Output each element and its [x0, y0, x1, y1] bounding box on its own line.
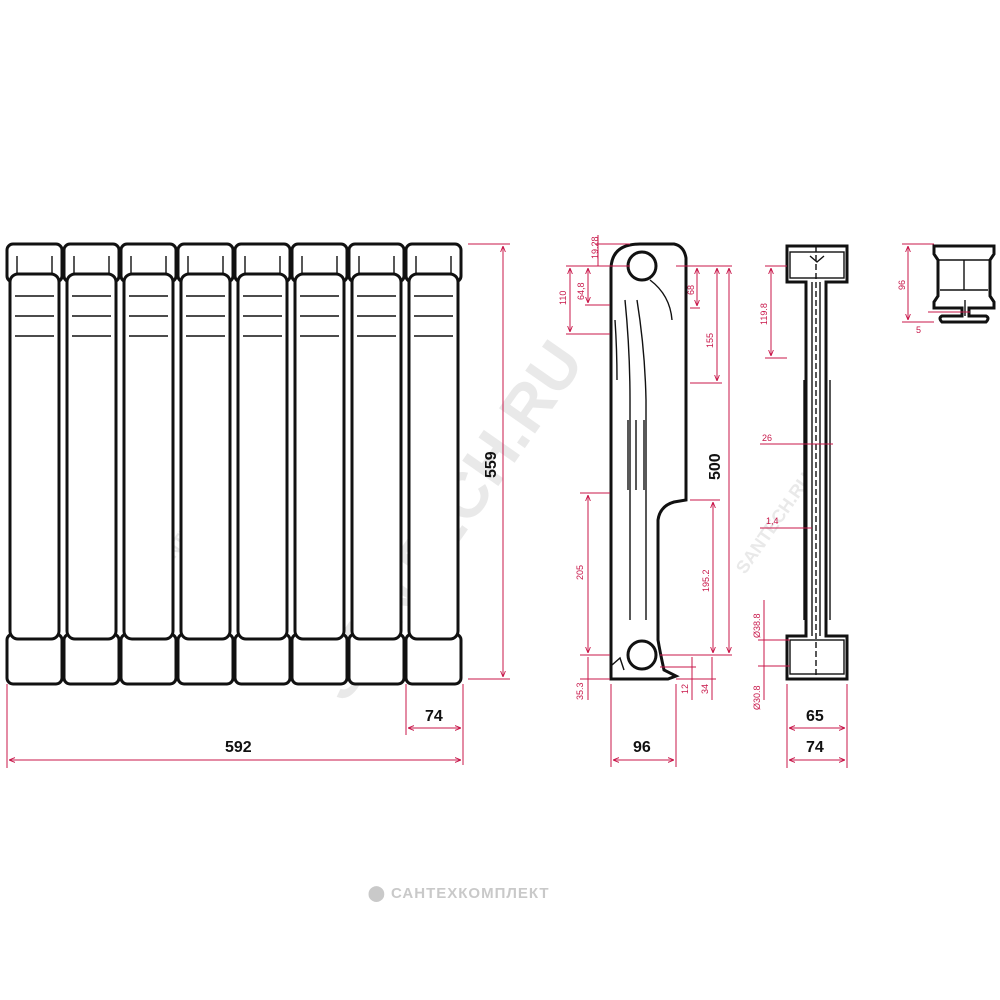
radiator-section-body [350, 272, 403, 641]
radiator-section-body [179, 272, 232, 641]
top-view-profile [932, 244, 996, 324]
radiator-section-header-detail [73, 256, 110, 274]
section-74-label: 74 [806, 739, 824, 756]
radiator-section-body [236, 272, 289, 641]
front-height-dimension: 559 [468, 243, 510, 680]
side-155-label: 155 [705, 333, 715, 348]
radiator-section-header-detail [358, 256, 395, 274]
section-view-dimensions: 119.8 26 1,4 Ø38.8 Ø30.8 65 74 [752, 265, 848, 768]
radiator-section-bottom [176, 632, 235, 686]
radiator-section-bottom [347, 632, 406, 686]
section-view-profile [785, 244, 849, 681]
section-dia38-label: Ø38.8 [752, 613, 762, 638]
radiator-section-body [407, 272, 460, 641]
total-width-dimension: 592 [6, 684, 461, 768]
radiator-section-header-detail [130, 256, 167, 274]
section-dia30-label: Ø30.8 [752, 685, 762, 710]
top-view-dimensions: 96 5 [897, 243, 970, 335]
side-depth-label: 96 [633, 739, 651, 756]
side-68-label: 68 [686, 285, 696, 295]
radiator-section-bottom [119, 632, 178, 686]
radiator-section-body [65, 272, 118, 641]
brand-name: САНТЕХКОМПЛЕКТ [390, 885, 550, 902]
total-width-label: 592 [225, 739, 252, 756]
side-12-label: 12 [680, 684, 690, 694]
radiator-section-header-detail [301, 256, 338, 274]
section-width-label: 74 [425, 708, 443, 725]
side-top-offset-label: 19.28 [590, 236, 600, 259]
radiator-section-body [8, 272, 61, 641]
footer-brand: ⬤ САНТЕХКОМПЛЕКТ [368, 884, 550, 902]
radiator-section-header-detail [244, 256, 281, 274]
radiator-section-body [122, 272, 175, 641]
side-110-label: 110 [558, 291, 568, 305]
side-64-label: 64,8 [576, 282, 586, 300]
center-distance-label: 500 [707, 453, 724, 480]
top-5-label: 5 [916, 325, 921, 335]
radiator-section-bottom [404, 632, 463, 686]
front-height-label: 559 [483, 451, 500, 478]
side-205-label: 205 [575, 565, 585, 580]
section-26-label: 26 [762, 433, 772, 443]
radiator-section-body [293, 272, 346, 641]
radiator-section-header-detail [187, 256, 224, 274]
side-195-label: 195.2 [701, 569, 711, 592]
radiator-section-bottom [5, 632, 64, 686]
side-view-dimensions: 19.28 110 64,8 68 155 500 205 195.2 [558, 235, 732, 767]
brand-logo-icon: ⬤ [368, 885, 391, 902]
front-view-sections [5, 242, 463, 686]
radiator-section-bottom [290, 632, 349, 686]
side-view-profile [609, 242, 688, 681]
section-width-dimension: 74 [405, 684, 464, 765]
top-height-label: 96 [897, 280, 907, 290]
side-34-label: 34 [700, 684, 710, 694]
section-119-label: 119.8 [759, 303, 769, 325]
side-35-label: 35.3 [575, 682, 585, 700]
radiator-section-header-detail [415, 256, 452, 274]
section-65-label: 65 [806, 708, 824, 725]
radiator-section-bottom [62, 632, 121, 686]
radiator-section-bottom [233, 632, 292, 686]
section-14-label: 1,4 [766, 516, 779, 526]
radiator-section-header-detail [16, 256, 53, 274]
